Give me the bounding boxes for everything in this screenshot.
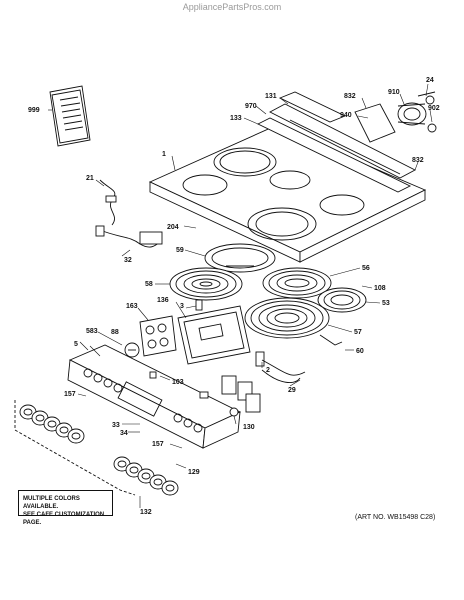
part-label-129: 129 (188, 469, 200, 476)
part-label-163: 163 (126, 303, 138, 310)
cooling-fan-drawing (354, 91, 437, 143)
part-label-29: 29 (288, 387, 296, 394)
part-label-59: 59 (176, 247, 184, 254)
art-number: (ART NO. WB15498 C28) (355, 514, 436, 521)
part-label-902: 902 (428, 105, 440, 112)
notice-line-1: MULTIPLE COLORS AVAILABLE. (23, 496, 80, 510)
infinite-switches-drawing (221, 351, 306, 417)
part-label-34: 34 (120, 430, 128, 437)
part-label-999: 999 (28, 107, 40, 114)
radiant-element-53-drawing (317, 287, 367, 313)
part-label-88: 88 (111, 329, 119, 336)
part-label-3: 3 (180, 303, 184, 310)
part-label-130: 130 (243, 424, 255, 431)
part-label-21: 21 (86, 175, 94, 182)
part-label-157a: 157 (64, 391, 76, 398)
part-label-103: 103 (172, 379, 184, 386)
element-pan-59-drawing (204, 243, 276, 273)
part-label-131: 131 (265, 93, 277, 100)
wire-harness-drawing (95, 179, 163, 248)
color-notice-box: MULTIPLE COLORS AVAILABLE. SEE CAFE CUST… (18, 490, 113, 526)
part-label-57: 57 (354, 329, 362, 336)
radiant-element-58-drawing (169, 267, 243, 301)
part-label-56: 56 (362, 265, 370, 272)
radiant-element-56-drawing (262, 267, 332, 299)
part-label-832a: 832 (344, 93, 356, 100)
part-label-970: 970 (245, 103, 257, 110)
part-label-58: 58 (145, 281, 153, 288)
radiant-element-57-drawing (244, 297, 343, 346)
rear-vent-trim-drawing (256, 91, 416, 193)
watermark: AppliancePartsPros.com (182, 2, 282, 12)
part-label-940: 940 (340, 112, 352, 119)
part-label-24: 24 (426, 77, 434, 84)
part-label-2: 2 (266, 367, 270, 374)
part-label-5: 5 (74, 341, 78, 348)
part-labels: 999 1 21 32 204 59 58 56 108 53 57 60 3 … (28, 77, 440, 516)
part-label-133: 133 (230, 115, 242, 122)
part-label-1: 1 (162, 151, 166, 158)
part-label-583: 583 (86, 328, 98, 335)
owner-manual-drawing (49, 85, 91, 147)
notice-line-2: SEE CAFE CUSTOMIZATION PAGE. (23, 512, 105, 526)
part-label-32: 32 (124, 257, 132, 264)
part-label-108: 108 (374, 285, 386, 292)
part-label-132: 132 (140, 509, 152, 516)
knobs-drawing (14, 400, 179, 496)
part-label-910: 910 (388, 89, 400, 96)
control-panel-drawing (67, 344, 242, 449)
part-label-33: 33 (112, 422, 120, 429)
part-label-832b: 832 (412, 157, 424, 164)
part-label-136: 136 (157, 297, 169, 304)
part-label-157b: 157 (152, 441, 164, 448)
control-board-drawing (124, 299, 251, 365)
part-label-53: 53 (382, 300, 390, 307)
part-label-204: 204 (167, 224, 179, 231)
cooktop-glass-drawing (148, 125, 427, 263)
part-label-60: 60 (356, 348, 364, 355)
leader-lines (48, 83, 433, 508)
